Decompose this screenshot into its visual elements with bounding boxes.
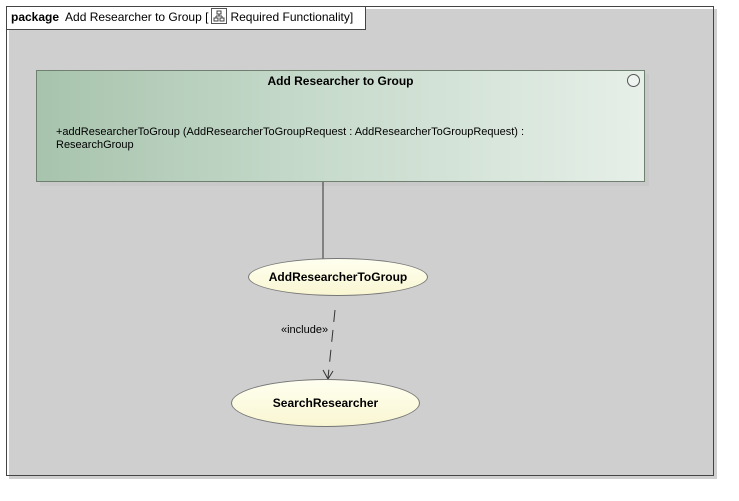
- include-stereotype-label: «include»: [281, 324, 329, 336]
- diagram-name: Required Functionality: [230, 10, 350, 24]
- interface-title: Add Researcher to Group: [267, 74, 414, 88]
- usecase-label: AddResearcherToGroup: [268, 270, 408, 284]
- interface-box[interactable]: Add Researcher to Group +addResearcherTo…: [36, 70, 645, 182]
- usecase-label: SearchResearcher: [272, 396, 379, 410]
- interface-circle-icon: [627, 74, 640, 87]
- operation-line-2: ResearchGroup: [56, 139, 134, 151]
- frame-name: Add Researcher to Group: [65, 10, 202, 24]
- include-edge: [327, 309, 336, 379]
- usecase-add-researcher-to-group[interactable]: AddResearcherToGroup: [248, 258, 428, 296]
- diagram-icon: [211, 8, 228, 24]
- operation-line-1: +addResearcherToGroup (AddResearcherToGr…: [56, 126, 525, 138]
- interface-operation: +addResearcherToGroup (AddResearcherToGr…: [56, 126, 616, 152]
- frame-keyword: package: [11, 10, 60, 24]
- usecase-search-researcher[interactable]: SearchResearcher: [231, 379, 420, 427]
